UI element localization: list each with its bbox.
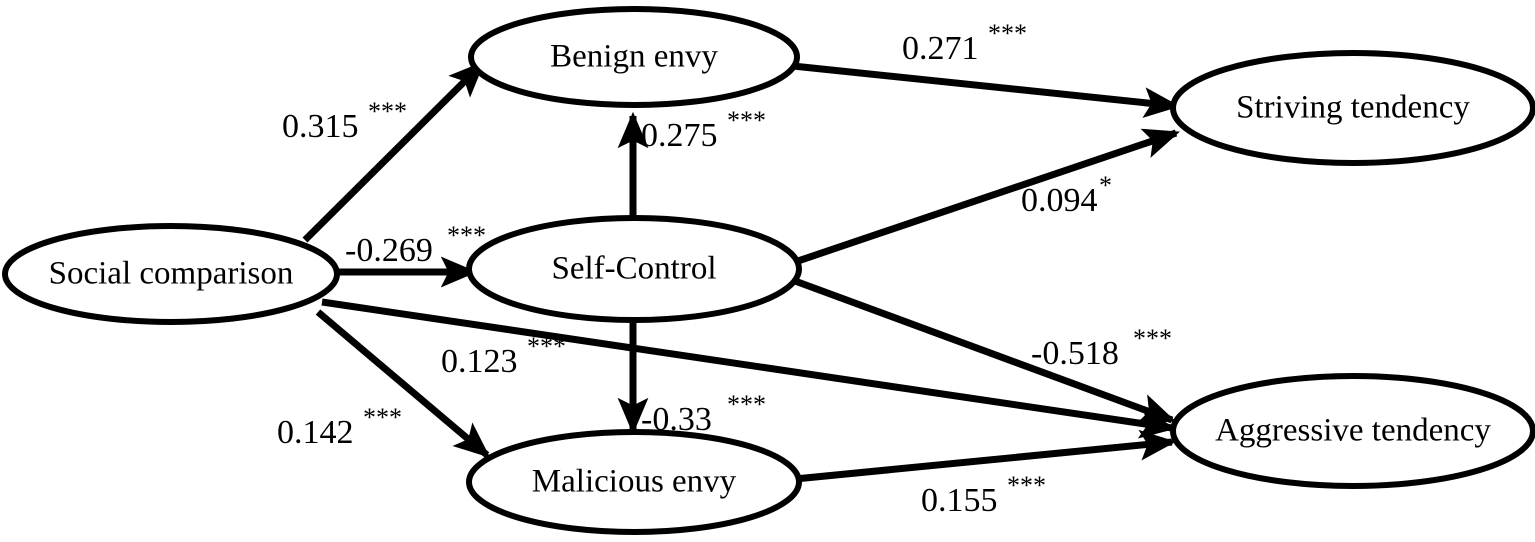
edge-social-comparison-to-benign-envy — [302, 61, 485, 243]
edge-social-comparison-to-malicious-envy — [315, 309, 491, 458]
significance-stars: *** — [727, 106, 766, 135]
edge-line — [321, 298, 1177, 439]
coefficient-value: 0.094 — [1021, 182, 1098, 219]
coefficient-label-scl-to-be: 0.275 *** — [641, 106, 766, 154]
node-label-malicious-envy: Malicious envy — [532, 464, 737, 500]
coefficient-label-scl-to-me: -0.33 *** — [641, 390, 766, 438]
node-label-aggressive-tendency: Aggressive tendency — [1215, 413, 1491, 449]
edge-benign-envy-to-striving-tendency — [792, 62, 1181, 118]
coefficient-label-sc-to-agg: 0.123 *** — [441, 332, 566, 380]
edge-line — [794, 429, 1177, 483]
node-benign-envy[interactable]: Benign envy — [468, 6, 800, 108]
edge-self-control-to-striving-tendency — [793, 128, 1180, 266]
edge-line — [792, 62, 1181, 118]
edge-line — [315, 309, 491, 458]
significance-stars: *** — [363, 403, 402, 432]
coefficient-label-me-to-agg: 0.155 *** — [921, 471, 1046, 519]
significance-stars: *** — [988, 19, 1027, 48]
significance-stars: *** — [1007, 471, 1046, 500]
edge-social-comparison-to-aggressive-tendency — [321, 298, 1177, 439]
coefficient-label-sc-to-scl: -0.269 *** — [345, 221, 486, 269]
edge-line — [302, 61, 485, 243]
edge-malicious-envy-to-aggressive-tendency — [794, 429, 1177, 483]
coefficient-value: -0.269 — [345, 232, 433, 269]
node-malicious-envy[interactable]: Malicious envy — [466, 429, 802, 535]
node-ellipse[interactable] — [468, 6, 800, 108]
node-self-control[interactable]: Self-Control — [466, 215, 802, 323]
node-ellipse[interactable] — [1170, 50, 1535, 166]
node-social-comparison[interactable]: Social comparison — [2, 223, 340, 325]
node-label-striving-tendency: Striving tendency — [1236, 90, 1470, 126]
coefficient-label-scl-to-str: 0.094 * — [1021, 171, 1112, 219]
node-ellipse[interactable] — [2, 223, 340, 325]
significance-stars: *** — [368, 97, 407, 126]
significance-stars: *** — [1133, 324, 1172, 353]
coefficient-value: 0.315 — [282, 108, 359, 145]
significance-stars: * — [1099, 171, 1112, 200]
coefficient-label-be-to-str: 0.271 *** — [902, 19, 1027, 67]
node-ellipse[interactable] — [1170, 373, 1535, 489]
node-aggressive-tendency[interactable]: Aggressive tendency — [1170, 373, 1535, 489]
edge-self-control-to-aggressive-tendency — [793, 277, 1176, 424]
edge-line — [793, 128, 1180, 266]
node-label-benign-envy: Benign envy — [550, 39, 718, 75]
coefficient-value: -0.518 — [1031, 335, 1119, 372]
significance-stars: *** — [527, 332, 566, 361]
coefficient-label-sc-to-me: 0.142 *** — [277, 403, 402, 451]
node-ellipse[interactable] — [466, 429, 802, 535]
node-label-self-control: Self-Control — [552, 251, 717, 287]
coefficient-value: -0.33 — [641, 401, 712, 438]
coefficient-label-scl-to-agg: -0.518 *** — [1031, 324, 1172, 372]
coefficient-label-sc-to-be: 0.315 *** — [282, 97, 407, 145]
edge-line — [793, 277, 1176, 424]
coefficient-value: 0.271 — [902, 30, 979, 67]
significance-stars: *** — [447, 221, 486, 250]
coefficient-value: 0.275 — [641, 117, 718, 154]
coefficient-value: 0.155 — [921, 482, 998, 519]
significance-stars: *** — [727, 390, 766, 419]
coefficient-value: 0.142 — [277, 414, 354, 451]
node-label-social-comparison: Social comparison — [49, 256, 294, 292]
node-ellipse[interactable] — [466, 215, 802, 323]
coefficient-value: 0.123 — [441, 343, 518, 380]
node-striving-tendency[interactable]: Striving tendency — [1170, 50, 1535, 166]
